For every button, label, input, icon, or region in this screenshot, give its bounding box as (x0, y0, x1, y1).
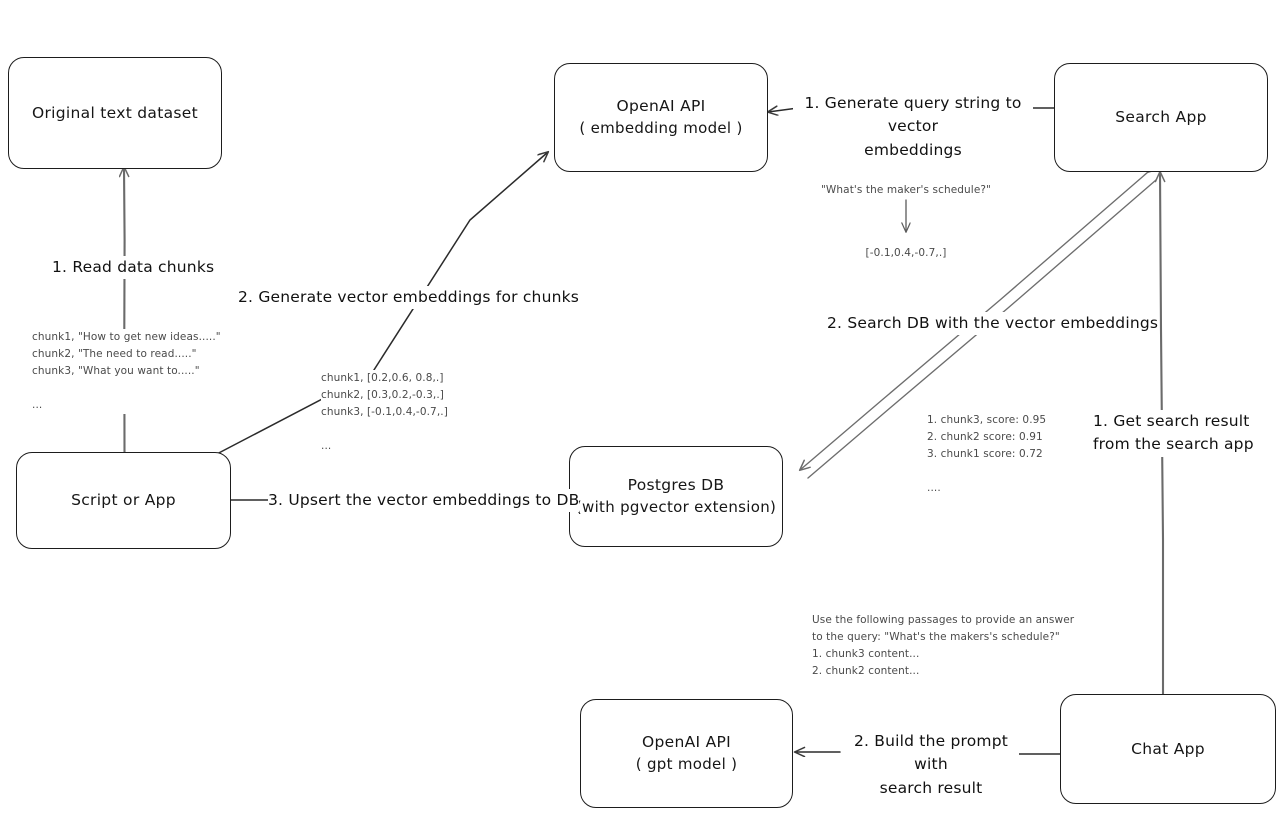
node-chat-app[interactable]: Chat App (1060, 694, 1276, 804)
node-openai-api-embedding[interactable]: OpenAI API ( embedding model ) (554, 63, 768, 172)
edge-label-upsert-to-db: 3. Upsert the vector embeddings to DB (268, 489, 580, 513)
node-postgres-db[interactable]: Postgres DB (with pgvector extension) (569, 446, 783, 547)
node-postgres-db-label: Postgres DB (627, 476, 725, 495)
note-search-results: 1. chunk3, score: 0.95 2. chunk2 score: … (927, 412, 1047, 497)
edge-label-generate-vector-embeddings: 2. Generate vector embeddings for chunks (238, 286, 580, 310)
node-search-app[interactable]: Search App (1054, 63, 1268, 172)
edge-label-search-db: 2. Search DB with the vector embeddings (827, 312, 1159, 336)
edge-label-generate-query-string: 1. Generate query string to vector embed… (793, 92, 1033, 162)
node-openai-api-embedding-label: OpenAI API (616, 97, 706, 116)
edge-label-build-prompt: 2. Build the prompt with search result (843, 730, 1019, 800)
note-query-vector: [-0.1,0.4,-0.7,.] (846, 245, 966, 262)
note-chunk-vectors: chunk1, [0.2,0.6, 0.8,.] chunk2, [0.3,0.… (321, 370, 448, 455)
node-search-app-label: Search App (1115, 108, 1207, 127)
edge-label-get-search-result: 1. Get search result from the search app (1093, 410, 1273, 457)
edge-label-read-data-chunks: 1. Read data chunks (52, 256, 215, 280)
note-chunks-sample: chunk1, "How to get new ideas....." chun… (32, 329, 221, 414)
node-chat-app-label: Chat App (1131, 739, 1205, 758)
node-openai-api-gpt-label: OpenAI API (641, 733, 732, 752)
node-postgres-db-sublabel: (with pgvector extension) (575, 497, 777, 516)
node-script-or-app-label: Script or App (71, 491, 176, 510)
node-original-text-dataset-label: Original text dataset (32, 103, 198, 122)
node-script-or-app[interactable]: Script or App (16, 452, 231, 549)
note-prompt-sample: Use the following passages to provide an… (812, 612, 1075, 680)
node-openai-api-embedding-sublabel: ( embedding model ) (579, 118, 743, 137)
note-query-string: "What's the maker's schedule?" (806, 182, 1006, 199)
node-openai-api-gpt-sublabel: ( gpt model ) (635, 754, 738, 773)
node-original-text-dataset[interactable]: Original text dataset (8, 57, 222, 169)
node-openai-api-gpt[interactable]: OpenAI API ( gpt model ) (580, 699, 793, 808)
